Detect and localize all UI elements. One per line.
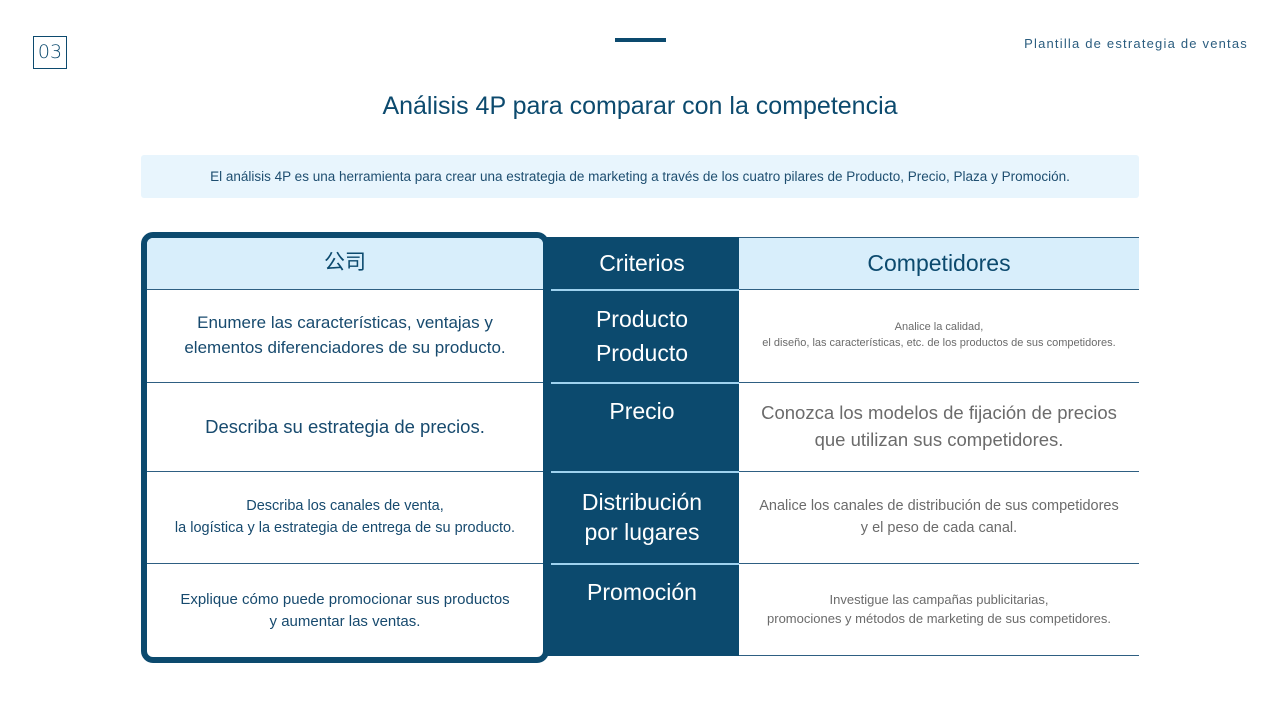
page-number: 03	[33, 36, 67, 69]
page-title: Análisis 4P para comparar con la compete…	[382, 92, 898, 120]
cell-line: elementos diferenciadores de su producto…	[184, 338, 506, 357]
row-divider	[551, 289, 739, 291]
company-cell-price: Describa su estrategia de precios.	[147, 383, 543, 472]
criteria-header: Criterios	[599, 249, 685, 276]
row-divider	[551, 471, 739, 473]
comparison-table: 公司 Enumere las características, ventajas…	[141, 232, 1139, 664]
cell-line: por lugares	[584, 519, 700, 545]
company-header: 公司	[147, 238, 543, 290]
competitors-cell-place: Analice los canales de distribución de s…	[739, 472, 1139, 564]
cell-line: Producto	[595, 306, 689, 333]
competitors-cell-product: Analice la calidad, el diseño, las caract…	[739, 290, 1139, 383]
cell-line: y aumentar las ventas.	[269, 612, 421, 630]
cell-line: Analice la calidad,	[894, 321, 984, 334]
row-divider	[551, 382, 739, 384]
cell-line: Promoción	[587, 579, 697, 605]
cell-line: Describa los canales de venta,	[246, 498, 444, 515]
cell-line: Describa su estrategia de precios.	[205, 415, 485, 437]
intro-text: El análisis 4P es una herramienta para c…	[210, 169, 1070, 184]
accent-bar	[615, 38, 666, 42]
cell-line: el diseño, las características, etc. de …	[762, 337, 1116, 349]
cell-line: Investigue las campañas publicitarias,	[829, 591, 1049, 607]
cell-line: la logística y la estrategia de entrega …	[174, 519, 516, 536]
cell-line: que utilizan sus competidores.	[814, 429, 1064, 450]
company-column: 公司 Enumere las características, ventajas…	[141, 232, 549, 663]
company-cell-place: Describa los canales de venta, la logísti…	[147, 472, 543, 564]
cell-line: promociones y métodos de marketing de su…	[767, 610, 1111, 626]
cell-line: Enumere las características, ventajas y	[197, 313, 493, 333]
row-divider	[551, 563, 739, 565]
company-cell-product: Enumere las características, ventajas y e…	[147, 290, 543, 383]
intro-banner: El análisis 4P es una herramienta para c…	[141, 155, 1139, 198]
criteria-cell-price: Precio	[545, 383, 739, 472]
cell-line: Explique cómo puede promocionar sus prod…	[180, 590, 510, 608]
competitors-column: Competidores Analice la calidad, el diseñ…	[739, 237, 1139, 656]
cell-line: Conozca los modelos de fijación de preci…	[761, 402, 1117, 424]
company-cell-promotion: Explique cómo puede promocionar sus prod…	[147, 564, 543, 657]
cell-line: Producto	[595, 339, 689, 366]
competitors-cell-promotion: Investigue las campañas publicitarias, pr…	[739, 564, 1139, 656]
competitors-header: Competidores	[739, 237, 1139, 290]
competitors-cell-price: Conozca los modelos de fijación de preci…	[739, 383, 1139, 472]
cell-line: y el peso de cada canal.	[860, 519, 1018, 536]
cell-line: Distribución	[581, 489, 703, 516]
criteria-cell-place: Distribución por lugares	[545, 472, 739, 564]
cell-line: Precio	[609, 398, 675, 424]
cell-line: Analice los canales de distribución de s…	[759, 498, 1119, 515]
template-label: Plantilla de estrategia de ventas	[1024, 36, 1248, 51]
criteria-cell-promotion: Promoción	[545, 564, 739, 656]
